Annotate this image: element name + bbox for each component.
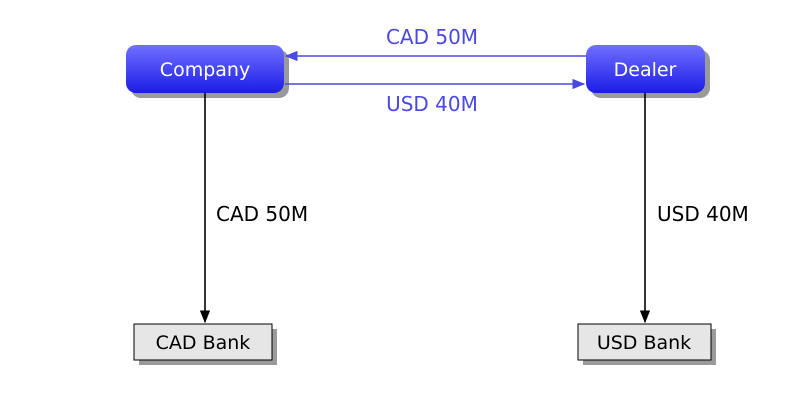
company-label: Company: [160, 59, 250, 81]
cad-bank-node: CAD Bank: [133, 323, 277, 365]
usd-bank-label: USD Bank: [597, 332, 691, 354]
company-to-cad-bank-label: CAD 50M: [216, 202, 308, 226]
cad-bank-label: CAD Bank: [156, 332, 251, 354]
dealer-to-usd-bank-label: USD 40M: [657, 202, 749, 226]
dealer-to-company-label: CAD 50M: [386, 25, 478, 49]
company-node: Company: [126, 45, 289, 98]
company-to-dealer-label: USD 40M: [386, 92, 478, 116]
dealer-node: Dealer: [586, 45, 710, 98]
usd-bank-node: USD Bank: [577, 323, 716, 365]
dealer-label: Dealer: [614, 59, 677, 81]
